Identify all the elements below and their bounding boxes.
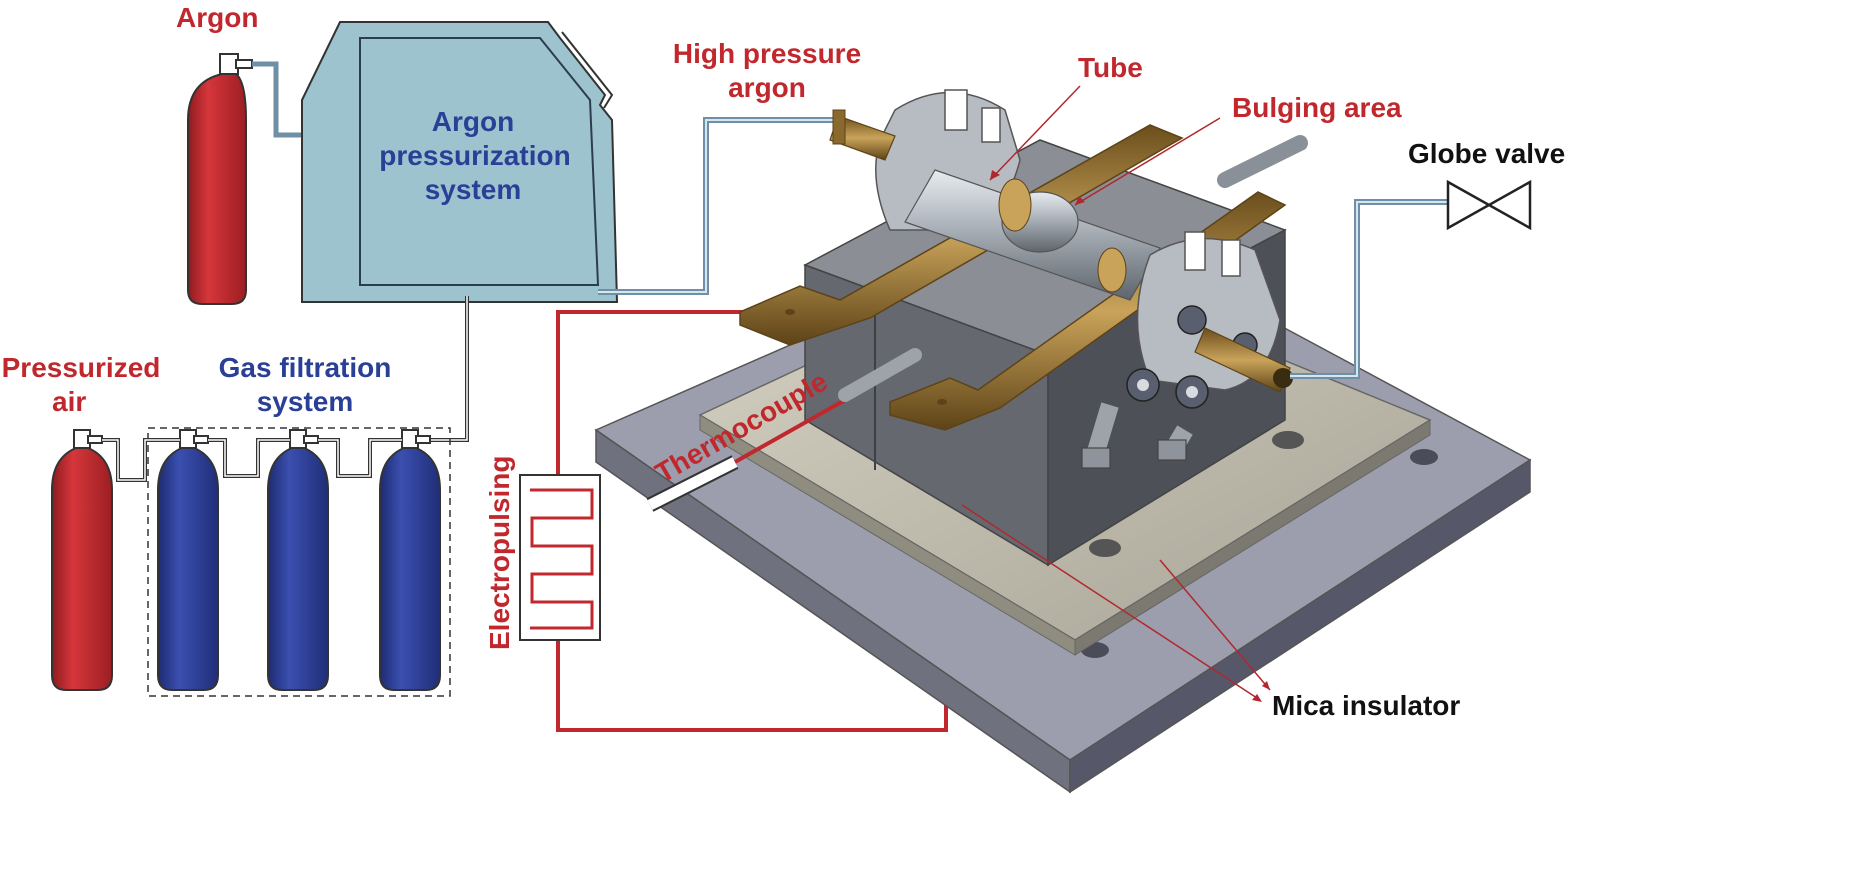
inlet-fitting xyxy=(829,109,896,161)
high-pressure-argon-label-1: High pressure xyxy=(672,38,862,69)
argon-pressurization-line-3: system xyxy=(424,174,522,205)
pressurized-air-label-1: Pressurized xyxy=(1,352,161,383)
globe-valve-label: Globe valve xyxy=(1408,138,1566,169)
argon-pressurization-label: Argon xyxy=(398,106,548,138)
tube-label: Tube xyxy=(1078,52,1143,83)
gas-filtration-label-1: Gas filtration xyxy=(218,352,392,383)
filter-cylinder-2 xyxy=(267,429,329,691)
pressurized-air-cylinder xyxy=(51,429,113,691)
filtration-link-pipes xyxy=(102,438,402,482)
electropulsing-box xyxy=(519,474,601,641)
pointer-lines xyxy=(961,85,1271,701)
filter-cylinder-1 xyxy=(157,429,219,691)
pulse-waveform xyxy=(530,488,594,630)
side-rod xyxy=(1217,135,1308,188)
gas-filtration-frame xyxy=(147,427,451,697)
filtration-outlet-pipe xyxy=(420,296,469,442)
argon-pressurization-box xyxy=(301,21,619,303)
argon-pressurization-line-1: Argon xyxy=(431,106,515,137)
high-pressure-argon-label-2: argon xyxy=(728,72,806,103)
argon-cylinder xyxy=(187,53,253,305)
gas-filtration-label-2: system xyxy=(256,386,354,417)
globe-valve-icon xyxy=(1446,179,1532,231)
argon-pressurization-line-2: pressurization xyxy=(379,140,571,171)
argon-supply-pipe xyxy=(252,61,315,138)
lower-screws xyxy=(1081,402,1193,469)
mica-insulator-label: Mica insulator xyxy=(1272,690,1461,721)
tube xyxy=(904,169,1161,301)
thermocouple-probe xyxy=(646,348,922,512)
filter-cylinder-3 xyxy=(379,429,441,691)
bulging-area-label: Bulging area xyxy=(1232,92,1402,123)
electropulsing-label: Electropulsing xyxy=(484,455,515,650)
argon-label: Argon xyxy=(176,2,259,33)
high-pressure-argon-pipe xyxy=(598,117,840,295)
pressurized-air-label-2: air xyxy=(52,386,87,417)
outlet-fitting xyxy=(1194,327,1293,393)
